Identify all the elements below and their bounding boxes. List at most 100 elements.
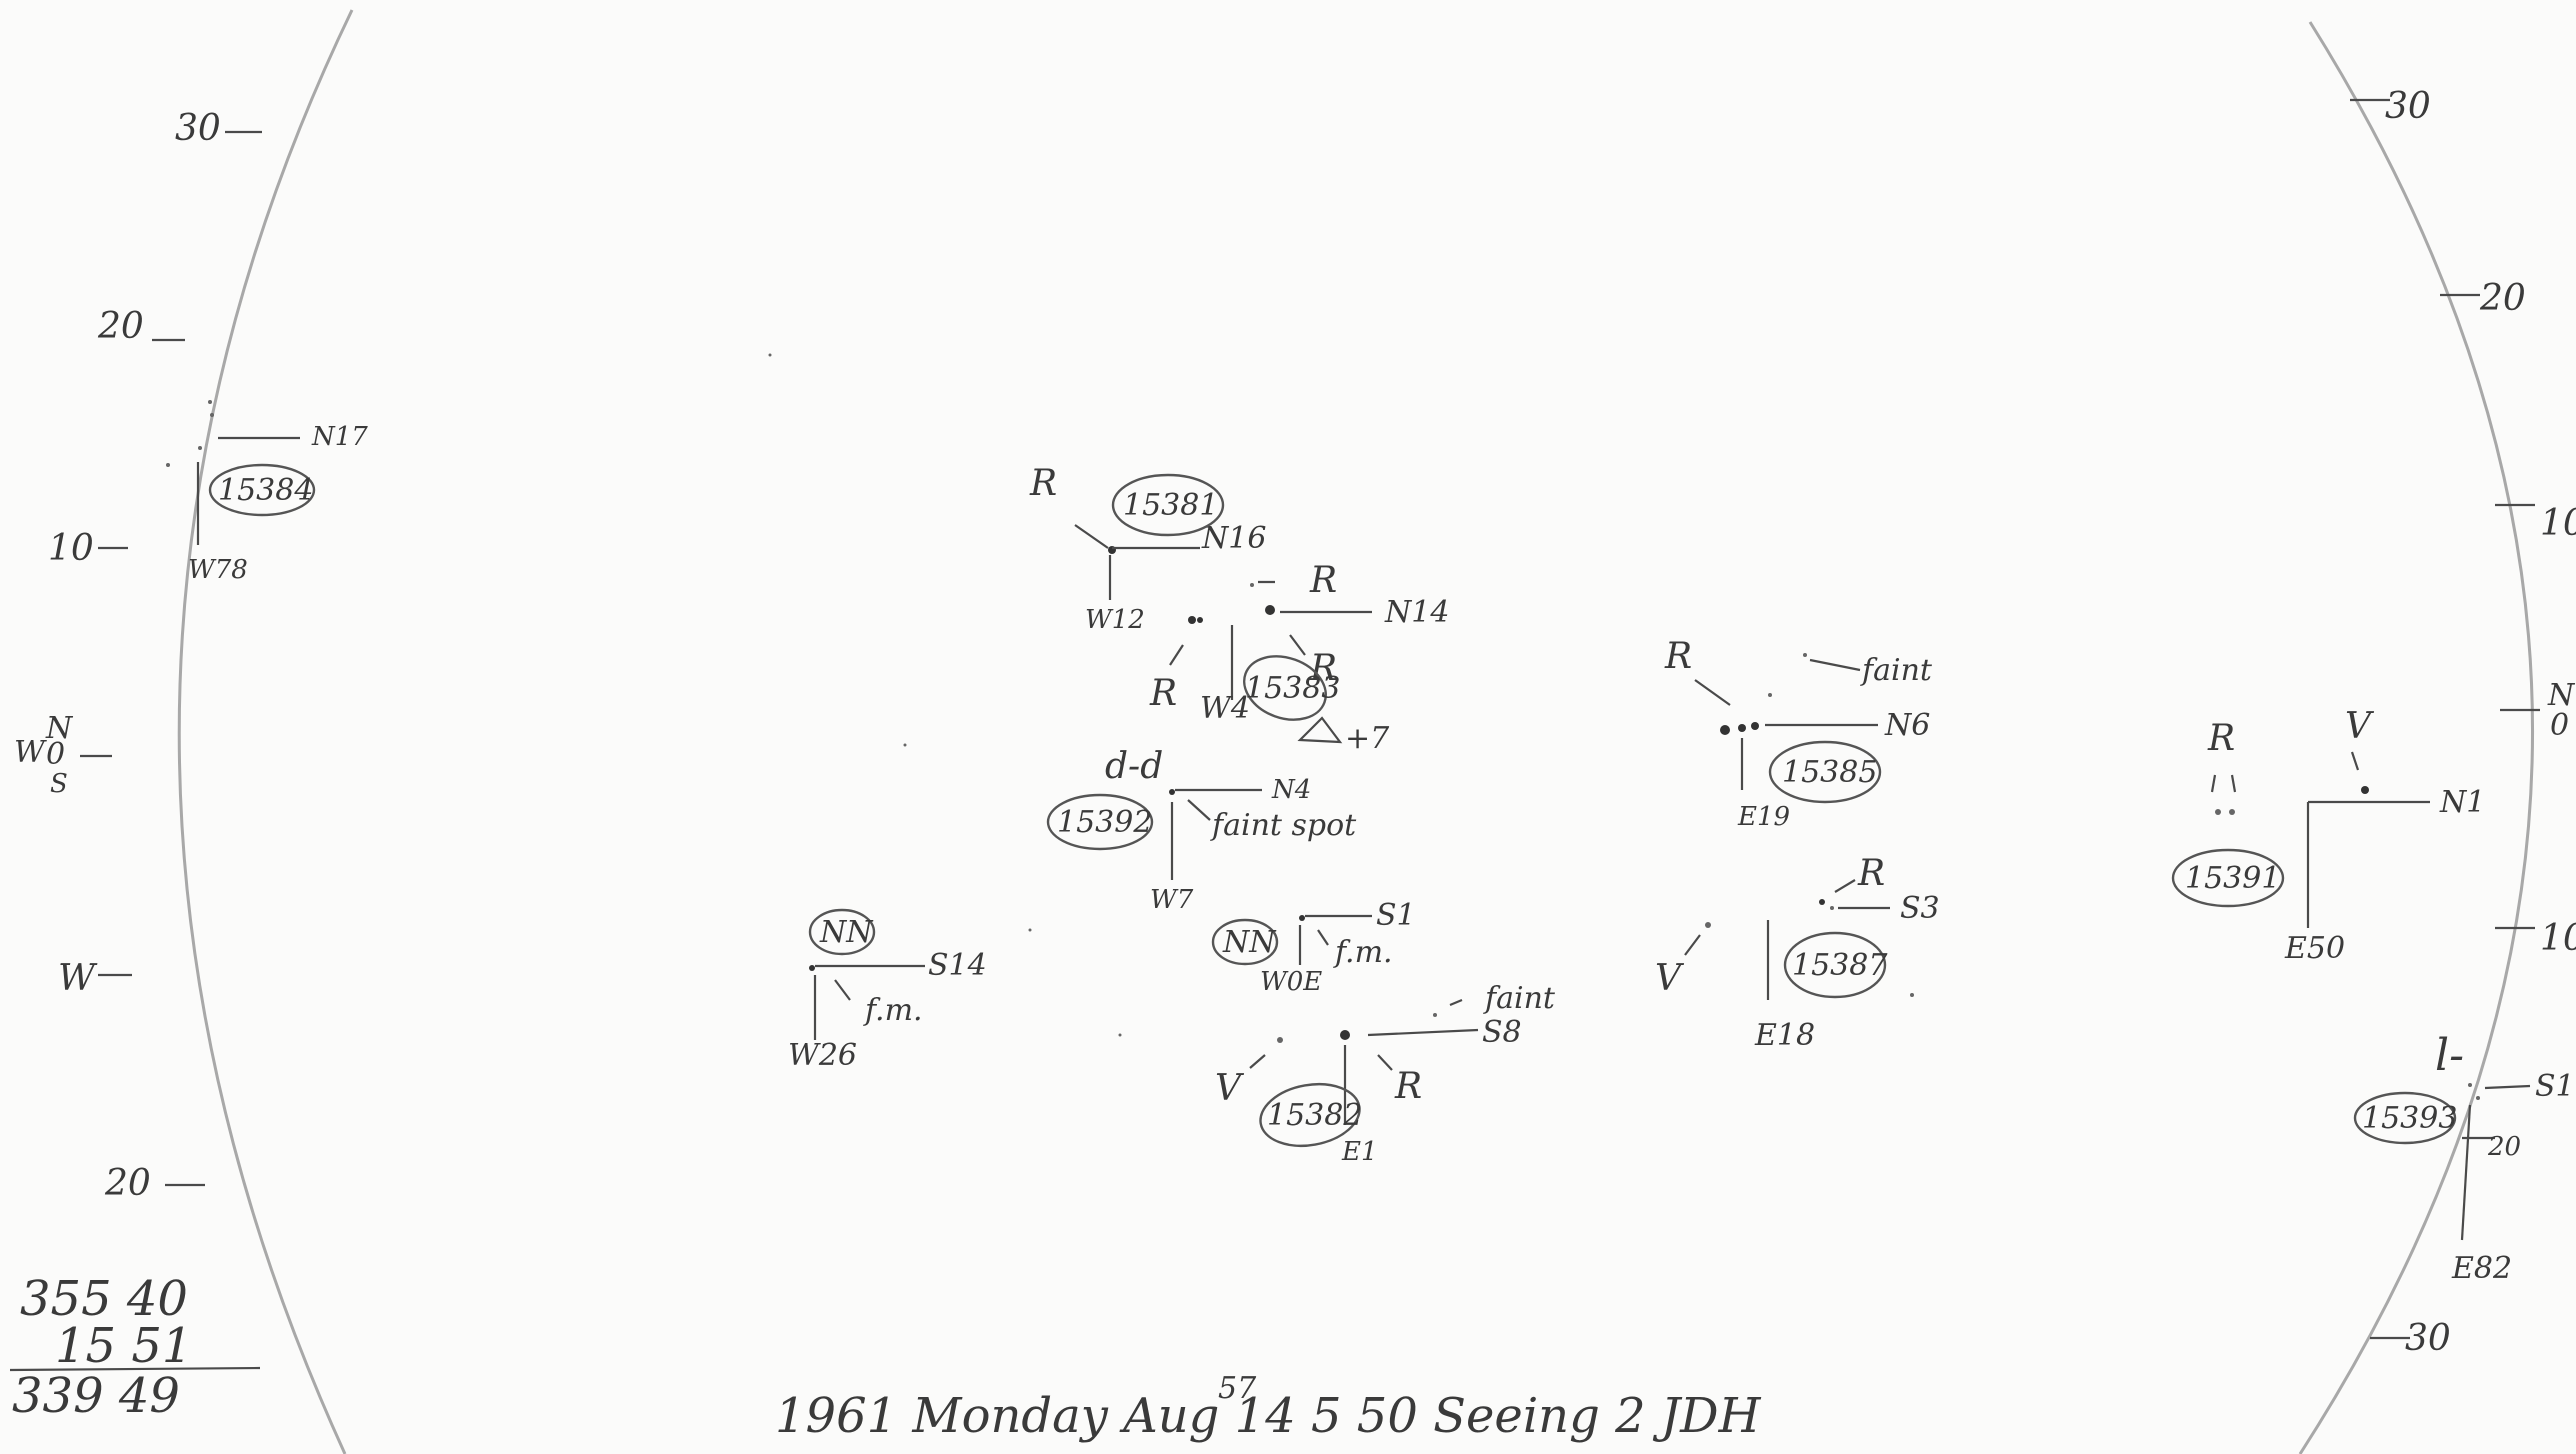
group-number-oval: [1259, 1083, 1361, 1147]
stray-marks: [768, 353, 1122, 1037]
calc-line-2: 15 51: [55, 1318, 192, 1374]
group-number: 15392: [1057, 805, 1152, 840]
polarity-label: V: [1215, 1068, 1245, 1109]
time-calculation: 355 40 15 51 339 49: [9, 1271, 261, 1424]
polarity-label: V: [2345, 706, 2375, 747]
solar-limb-right: [2298, 21, 2534, 1454]
group-15381: R N16 W12 15381: [1029, 463, 1266, 635]
tick-label: 10: [48, 528, 94, 569]
polarity-label: R: [1394, 1066, 1422, 1107]
tick-label: 30: [2405, 1318, 2451, 1359]
group-number-oval: [208, 463, 316, 517]
tick-label: 30: [2385, 86, 2431, 127]
lon-label: W4: [1200, 691, 1250, 726]
group-number: 15393: [2362, 1101, 2457, 1136]
tick-label: 20: [2487, 1132, 2521, 1162]
group-15385: R faint N6 E19 15385: [1664, 636, 1933, 832]
calc-line-3: 339 49: [12, 1368, 180, 1424]
tick-label: S: [50, 769, 68, 799]
tick-label: W: [14, 735, 47, 770]
group-note: faint: [1483, 981, 1556, 1016]
tick-label: 0: [46, 737, 65, 772]
group-nn-left: NN S14 W26 f.m.: [788, 908, 987, 1073]
group-number-oval: [1243, 655, 1327, 721]
tick-label: N: [45, 711, 74, 746]
footer-text: 1961 Monday Aug 14 5 50 Seeing 2 JDH: [775, 1388, 1762, 1444]
lon-label: E50: [2284, 931, 2345, 966]
lat-label: N1: [2439, 785, 2485, 820]
class-label: d-d: [1105, 746, 1163, 787]
tick-label: 30: [175, 108, 221, 149]
group-number: 15381: [1123, 488, 1218, 523]
lat-label: N17: [311, 422, 368, 452]
polarity-label: V: [1655, 958, 1685, 999]
lat-label: S1: [2535, 1069, 2575, 1104]
group-number-oval: [2171, 848, 2285, 908]
lon-label: E19: [1737, 802, 1790, 832]
group-number-oval: [1046, 793, 1154, 851]
polarity-label: R: [2207, 718, 2235, 759]
polarity-label: R: [1029, 463, 1057, 504]
tick-label: 20: [2479, 278, 2526, 319]
group-note: faint: [1860, 653, 1933, 688]
lat-label: S8: [1482, 1015, 1522, 1050]
group-15384: N17 W78 15384: [166, 400, 368, 585]
footer-annotation: 1961 Monday Aug 14 5 50 Seeing 2 JDH 57: [775, 1371, 1762, 1444]
group-number: NN: [819, 915, 874, 950]
group-15393: l- S1 20 E82 15393: [2353, 1030, 2575, 1286]
lon-label: W0E: [1260, 967, 1322, 997]
group-note: f.m.: [1333, 935, 1393, 970]
lon-label: E18: [1754, 1018, 1815, 1053]
lat-label: N6: [1884, 708, 1930, 743]
class-label: l-: [2435, 1030, 2464, 1081]
group-note: faint spot: [1210, 808, 1357, 843]
group-number: 15383: [1245, 671, 1340, 706]
lat-label: N4: [1271, 775, 1311, 805]
tick-label: 20: [97, 306, 144, 347]
group-number-oval: [1211, 918, 1279, 966]
lon-label: E82: [2451, 1251, 2512, 1286]
lon-label: W7: [1150, 885, 1194, 915]
lat-label: N14: [1384, 595, 1449, 630]
group-number-oval: [2353, 1091, 2457, 1145]
lon-label: W26: [788, 1038, 857, 1073]
group-number-oval: [1111, 473, 1225, 537]
group-number: 15387: [1792, 948, 1888, 983]
group-number-oval: [1768, 740, 1882, 804]
group-number-oval: [808, 908, 876, 956]
group-15387: R S3 E18 V 15387: [1655, 853, 1940, 1053]
right-limb-ticks: 30 20 10 N 0 10 30: [2350, 86, 2576, 1359]
group-15382: faint S8 E1 V R 15382: [1215, 981, 1556, 1167]
tick-label: W: [58, 958, 98, 999]
lon-label: E1: [1341, 1137, 1378, 1167]
polarity-label: R: [1664, 636, 1692, 677]
group-number-oval: [1783, 931, 1887, 999]
polarity-label: R: [1149, 673, 1177, 714]
group-number: 15384: [218, 473, 313, 508]
lat-label: S1: [1376, 898, 1416, 933]
lon-label: W78: [188, 555, 248, 585]
solar-limb-left: [177, 9, 354, 1454]
group-15392: d-d N4 W7 faint spot 15392: [1046, 746, 1357, 915]
footer-superscript: 57: [1218, 1371, 1257, 1406]
group-number: 15391: [2185, 861, 2280, 896]
group-note: f.m.: [863, 993, 923, 1028]
tick-label: 10: [2540, 918, 2576, 959]
lat-label: S14: [928, 948, 987, 983]
lat-label: S3: [1900, 891, 1940, 926]
group-note: +7: [1345, 721, 1390, 756]
group-15383: R N14 R R W4 15383 +7: [1149, 560, 1449, 756]
polarity-label: R: [1857, 853, 1885, 894]
lon-label: W12: [1085, 605, 1145, 635]
triangle-mark: [1297, 716, 1343, 744]
left-limb-ticks: 30 20 10 N W 0 S W 20: [14, 108, 262, 1204]
group-nn-center: NN S1 W0E f.m.: [1211, 898, 1416, 997]
tick-label: 0: [2550, 708, 2569, 743]
calc-line-1: 355 40: [20, 1271, 188, 1327]
tick-label: N: [2547, 678, 2576, 713]
group-15391: R V N1 E50 15391: [2171, 706, 2485, 966]
tick-label: 20: [104, 1163, 151, 1204]
polarity-label: R: [1309, 560, 1337, 601]
tick-label: 10: [2540, 503, 2576, 544]
